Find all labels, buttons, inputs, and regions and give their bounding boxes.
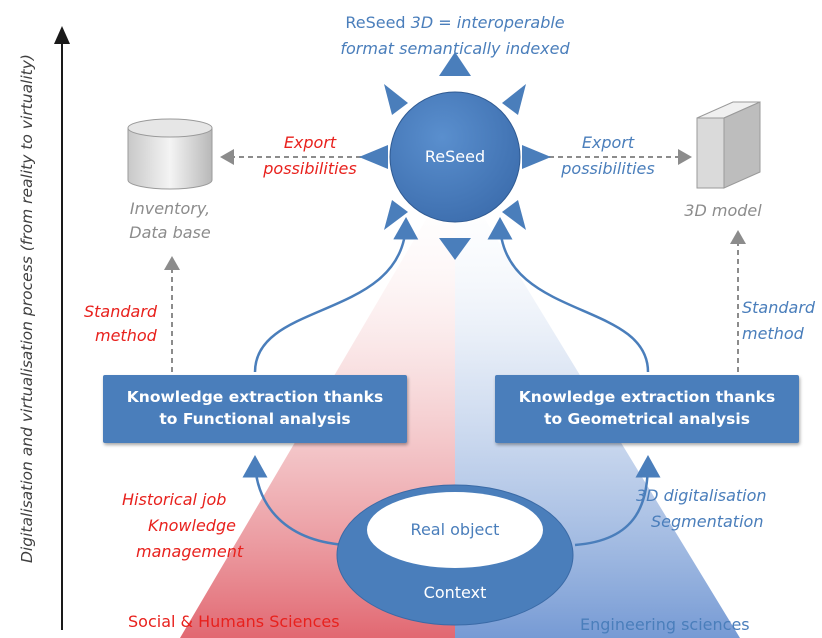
right-standard-line2: method	[742, 324, 804, 343]
right-footer: Engineering sciences	[580, 615, 750, 634]
digital-line2: Segmentation	[651, 512, 764, 531]
inventory-line2: Data base	[129, 223, 211, 242]
right-standard-line1: Standard	[742, 298, 816, 317]
digital-line1: 3D digitalisation	[636, 486, 767, 505]
geometrical-box-line2: to Geometrical analysis	[544, 410, 750, 428]
header-line1: ReSeed 3D = interoperable	[300, 12, 610, 33]
geometrical-analysis-box: Knowledge extraction thanks to Geometric…	[495, 375, 799, 443]
vertical-axis-label: Digitalisation and virtualisation proces…	[18, 54, 36, 563]
reseed-star-rays	[359, 52, 551, 260]
history-line3: management	[136, 542, 244, 561]
geometrical-box-line1: Knowledge extraction thanks	[518, 388, 776, 406]
left-standard-line2: method	[95, 326, 157, 345]
inventory-line1: Inventory,	[129, 199, 211, 218]
functional-to-reseed-arrow	[253, 217, 419, 373]
functional-analysis-box: Knowledge extraction thanks to Functiona…	[103, 375, 407, 443]
cube-icon	[696, 101, 761, 189]
left-export-line2: possibilities	[263, 159, 357, 178]
database-icon	[127, 118, 213, 190]
history-line2: Knowledge	[148, 516, 236, 535]
base-to-geometrical-arrow	[574, 455, 661, 547]
functional-box-line1: Knowledge extraction thanks	[126, 388, 384, 406]
model-label: 3D model	[684, 201, 762, 220]
left-footer: Social & Humans Sciences	[128, 612, 340, 631]
base-ellipse-group	[336, 484, 574, 626]
real-object-label: Real object	[410, 520, 500, 539]
context-label: Context	[423, 583, 487, 602]
vertical-axis-arrow	[54, 26, 70, 630]
right-export-line1: Export	[581, 133, 635, 152]
base-to-functional-arrow	[242, 455, 346, 547]
left-standard-line1: Standard	[84, 302, 158, 321]
functional-box-line2: to Functional analysis	[159, 410, 351, 428]
left-export-line1: Export	[283, 133, 337, 152]
reseed-center-circle	[389, 91, 521, 223]
header-reseed-rest: 3D = interoperable	[410, 13, 565, 32]
reseed-center-label: ReSeed	[424, 147, 486, 166]
right-export-line2: possibilities	[561, 159, 655, 178]
header-reseed-word: ReSeed	[345, 13, 406, 32]
geometrical-to-reseed-arrow	[487, 217, 650, 373]
real-object-ellipse	[367, 492, 543, 568]
history-line1: Historical job	[122, 490, 227, 509]
header-line2: format semantically indexed	[340, 39, 570, 58]
